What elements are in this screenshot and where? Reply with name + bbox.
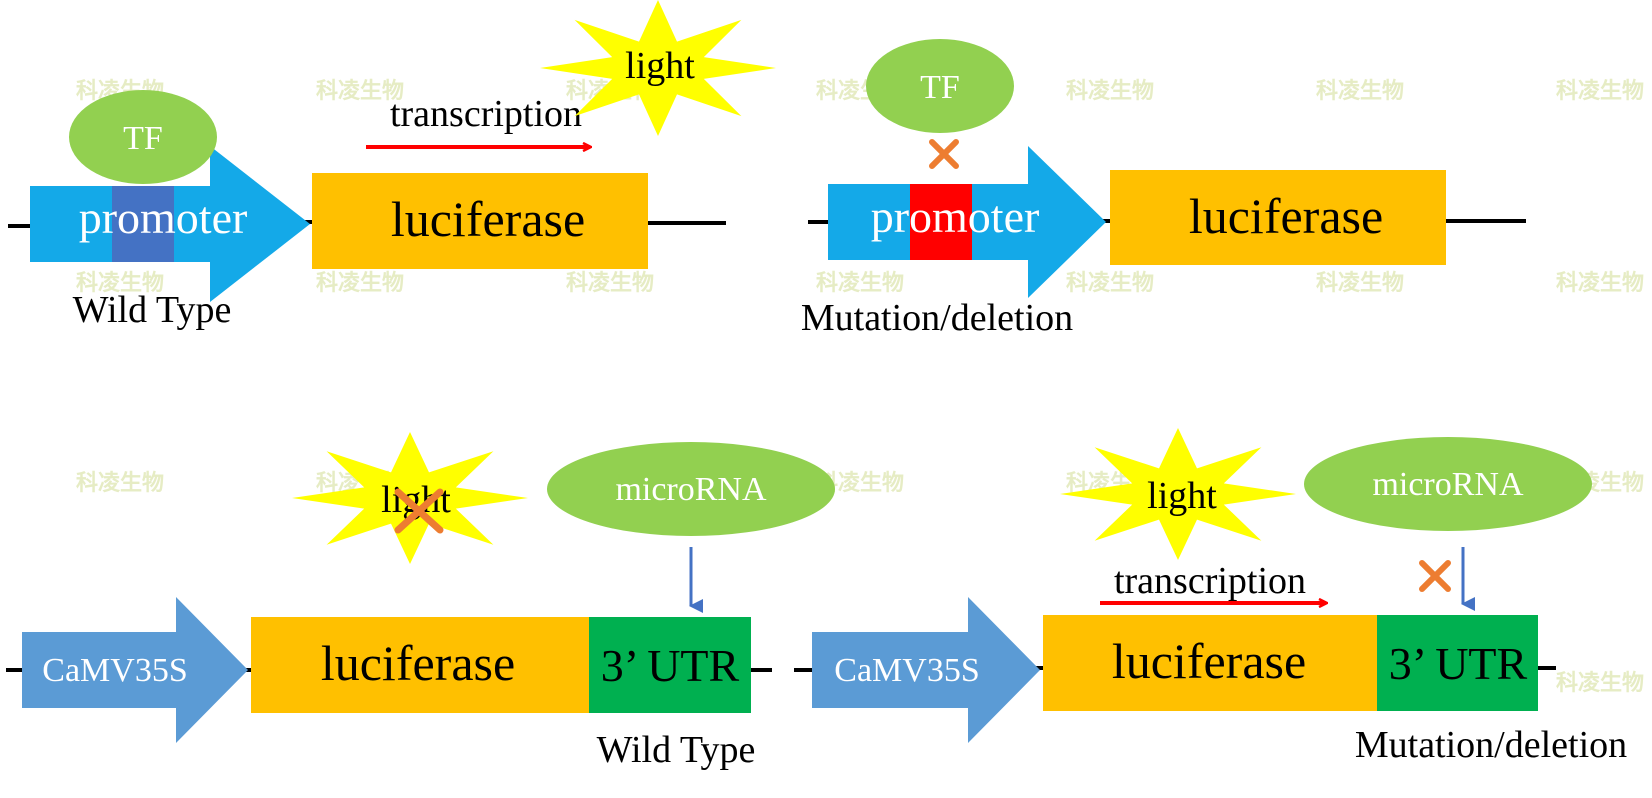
watermark-text: 科凌生物 [1556,270,1644,296]
transcription-label: transcription [390,93,582,135]
luciferase-box [251,617,591,713]
utr-box [1377,615,1538,711]
luciferase-label: luciferase [391,191,585,247]
watermark-text: 科凌生物 [76,470,164,496]
microrna-ellipse [1304,437,1592,531]
caption-wild-type: Wild Type [597,729,756,771]
tf-label: TF [123,120,163,157]
utr-label: 3’ UTR [1389,638,1528,689]
watermark-text: 科凌生物 [1556,670,1644,696]
luciferase-label: luciferase [1189,188,1383,244]
watermark-text: 科凌生物 [1316,78,1404,104]
light-label: light [625,45,695,87]
panel-mutation-utr: CaMV35S luciferase 3’ UTR microRNA light… [794,428,1627,766]
panel-wild-type-utr: CaMV35S luciferase 3’ UTR microRNA light… [6,432,835,771]
tf-ellipse [69,90,217,184]
microrna-ellipse [547,442,835,536]
camv35s-arrow [812,597,1040,743]
utr-box [589,617,751,713]
caption-mutation: Mutation/deletion [801,297,1073,339]
luciferase-box [1043,615,1379,711]
blocked-cross-icon [1419,560,1451,592]
light-star [540,0,776,136]
microrna-label: microRNA [1372,466,1524,503]
panel-wild-type-promoter: promoter TF luciferase transcription lig… [8,0,776,331]
panel-mutation-promoter: promoter TF luciferase Mutation/deletion [801,39,1526,339]
light-label: light [1147,475,1217,517]
tf-label: TF [920,69,960,106]
watermark-text: 科凌生物 [816,270,904,296]
watermark-text: 科凌生物 [1556,78,1644,104]
luciferase-label: luciferase [321,635,515,691]
watermark-text: 科凌生物 [1316,270,1404,296]
watermark-text: 科凌生物 [566,270,654,296]
watermark-text: 科凌生物 [76,270,164,296]
promoter-label: promoter [79,192,248,243]
camv35s-arrow [22,597,248,743]
camv35s-label: CaMV35S [834,652,979,689]
luciferase-box [312,173,648,269]
camv35s-label: CaMV35S [42,652,187,689]
light-star [1060,428,1296,560]
no-light-cross-icon [394,488,444,534]
transcription-label: transcription [1114,560,1306,602]
watermark-text: 科凌生物 [1066,78,1154,104]
promoter-label: promoter [871,191,1040,242]
microrna-label: microRNA [615,471,767,508]
caption-mutation: Mutation/deletion [1355,724,1627,766]
watermark-text: 科凌生物 [316,78,404,104]
caption-wild-type: Wild Type [73,289,232,331]
blocked-cross-icon [929,139,959,169]
luciferase-label: luciferase [1112,633,1306,689]
luciferase-box [1110,170,1446,265]
tf-ellipse [866,39,1014,133]
watermark-text: 科凌生物 [316,270,404,296]
utr-label: 3’ UTR [601,640,740,691]
watermark-text: 科凌生物 [1066,270,1154,296]
mutated-binding-site [910,184,972,260]
light-star [292,432,528,564]
tf-binding-site [112,186,174,262]
